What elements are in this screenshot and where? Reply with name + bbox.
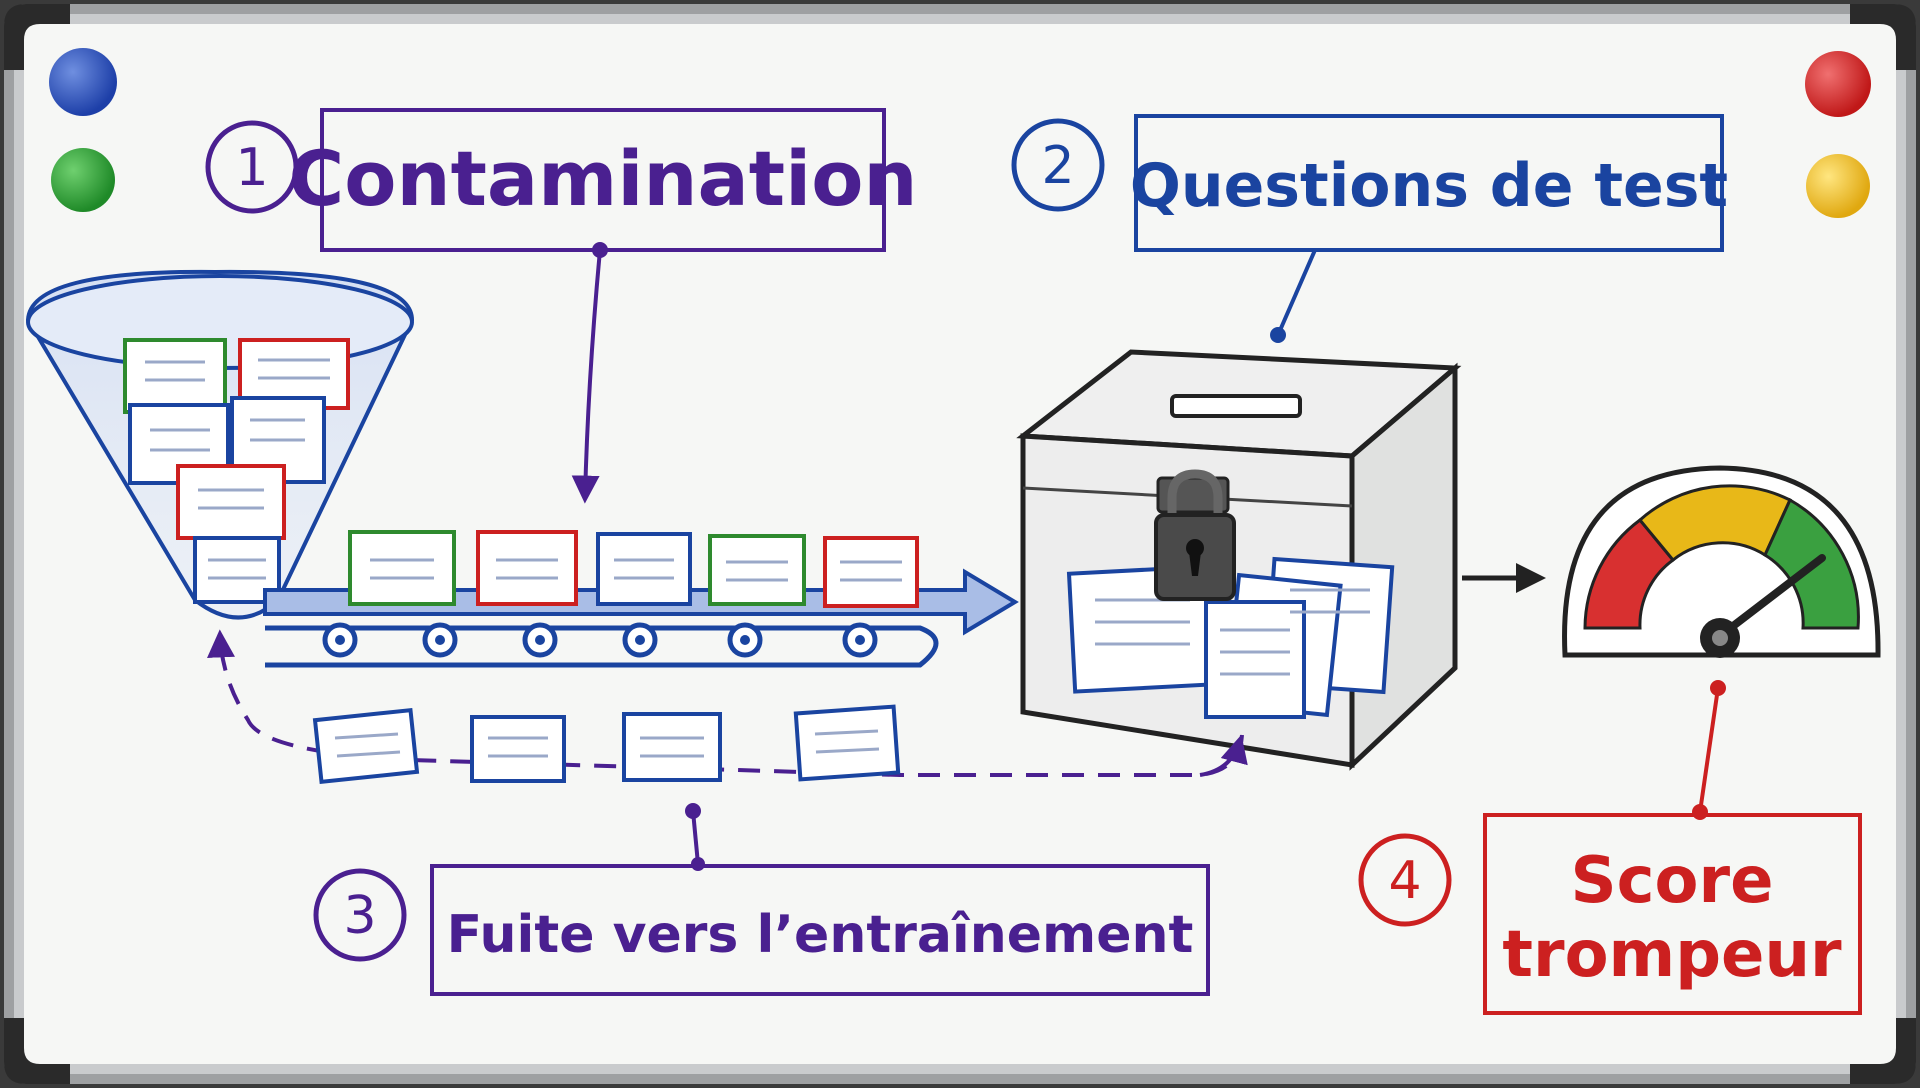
step-4-box [1483,813,1862,1015]
step-4-number-circle [1358,833,1452,927]
padlock-icon [1154,469,1236,601]
magnet-icons [49,48,1871,218]
step-3-number: 3 [343,886,376,946]
step-4-callout: 4 Score trompeur [1358,680,1862,1015]
step-1-number: 1 [235,138,268,198]
step-1-label: Contamination [288,134,917,223]
contamination-arrow [571,249,602,504]
step-2-number-circle [1011,118,1105,212]
step-2-callout: 2 Questions de test [1011,114,1728,343]
whiteboard-frame [4,4,1916,1084]
score-gauge-icon [1562,465,1881,658]
step-3-label: Fuite vers l’entraînement [447,905,1194,965]
magnet-icon [1806,154,1870,218]
magnet-icon [49,48,117,116]
conveyor-belt-icon [263,530,1019,668]
step-3-number-circle [313,868,407,962]
step-3-box [430,864,1210,996]
magnet-icon [51,148,115,212]
step-2-label: Questions de test [1130,151,1728,221]
locked-test-box-icon [1016,349,1462,771]
leak-loop [207,629,1248,785]
step-4-number: 4 [1388,851,1421,911]
data-funnel-icon [25,269,415,620]
step-2-box [1134,114,1724,252]
step-1-callout: 1 Contamination [205,108,918,504]
step-3-callout: 3 Fuite vers l’entraînement [313,803,1210,996]
step-2-number: 2 [1041,136,1074,196]
step-4-label-line1: Score [1571,844,1774,918]
magnet-icon [1805,51,1871,117]
step-4-label-line2: trompeur [1502,918,1842,992]
step-1-number-circle [205,120,299,214]
